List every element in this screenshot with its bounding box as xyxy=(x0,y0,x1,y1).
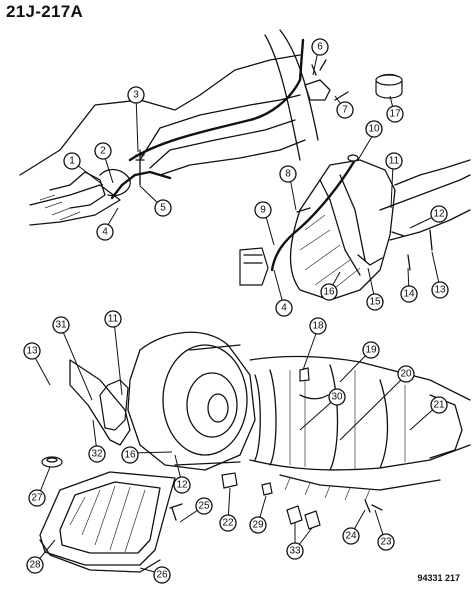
callout-11a: 11 xyxy=(385,152,403,170)
svg-text:6: 6 xyxy=(317,42,323,53)
svg-text:25: 25 xyxy=(198,501,210,512)
svg-text:1: 1 xyxy=(69,156,75,167)
callout-10: 10 xyxy=(365,120,383,138)
small-parts xyxy=(221,472,383,530)
svg-text:10: 10 xyxy=(368,124,380,135)
svg-text:11: 11 xyxy=(389,156,400,167)
svg-text:21: 21 xyxy=(433,400,445,411)
svg-text:3: 3 xyxy=(133,90,139,101)
callout-30: 30 xyxy=(328,388,346,406)
floor-pan-linkage-assembly xyxy=(19,29,403,226)
svg-text:15: 15 xyxy=(369,297,381,308)
svg-text:4: 4 xyxy=(102,227,108,238)
svg-text:14: 14 xyxy=(403,289,415,300)
callout-19: 19 xyxy=(362,341,380,359)
svg-text:18: 18 xyxy=(312,321,324,332)
callout-15: 15 xyxy=(366,293,384,311)
svg-text:7: 7 xyxy=(342,105,348,116)
callout-14: 14 xyxy=(400,285,418,303)
diagram-reference-number: 94331 217 xyxy=(417,573,460,583)
callout-25: 25 xyxy=(195,497,213,515)
svg-text:17: 17 xyxy=(389,109,401,120)
svg-text:31: 31 xyxy=(55,320,67,331)
callout-24: 24 xyxy=(342,527,360,545)
callout-7: 7 xyxy=(336,101,354,119)
svg-text:12: 12 xyxy=(176,480,188,491)
svg-text:28: 28 xyxy=(29,560,41,571)
svg-text:22: 22 xyxy=(222,518,234,529)
callout-1: 1 xyxy=(63,152,81,170)
callout-9: 9 xyxy=(254,201,272,219)
svg-text:11: 11 xyxy=(108,314,119,325)
callout-17: 17 xyxy=(386,105,404,123)
callout-12a: 12 xyxy=(430,205,448,223)
callout-26: 26 xyxy=(153,566,171,584)
callout-23: 23 xyxy=(377,533,395,551)
callout-2: 2 xyxy=(94,142,112,160)
callout-4a: 4 xyxy=(96,223,114,241)
callout-32: 32 xyxy=(88,445,106,463)
callout-8: 8 xyxy=(279,165,297,183)
callout-13a: 13 xyxy=(431,281,449,299)
svg-text:4: 4 xyxy=(281,303,287,314)
svg-text:16: 16 xyxy=(323,287,335,298)
callout-4b: 4 xyxy=(275,299,293,317)
svg-text:33: 33 xyxy=(289,546,301,557)
callout-11b: 11 xyxy=(104,310,122,328)
callout-6: 6 xyxy=(311,38,329,56)
callout-21: 21 xyxy=(430,396,448,414)
callout-5: 5 xyxy=(154,199,172,217)
svg-text:30: 30 xyxy=(331,392,343,403)
diagram-code: 21J-217A xyxy=(6,2,84,21)
svg-text:12: 12 xyxy=(433,209,445,220)
callout-20: 20 xyxy=(397,365,415,383)
svg-text:9: 9 xyxy=(260,205,266,216)
svg-text:24: 24 xyxy=(345,531,357,542)
callout-31: 31 xyxy=(52,316,70,334)
callout-28: 28 xyxy=(26,556,44,574)
callout-29: 29 xyxy=(249,516,267,534)
svg-text:5: 5 xyxy=(160,203,166,214)
svg-text:16: 16 xyxy=(124,450,136,461)
callout-18: 18 xyxy=(309,317,327,335)
callout-3: 3 xyxy=(127,86,145,104)
oil-pan-assembly xyxy=(39,456,183,573)
svg-text:13: 13 xyxy=(26,346,38,357)
svg-text:29: 29 xyxy=(252,520,264,531)
transmission-case xyxy=(69,331,471,502)
svg-text:27: 27 xyxy=(31,493,43,504)
svg-text:13: 13 xyxy=(434,285,446,296)
svg-text:20: 20 xyxy=(400,369,412,380)
svg-text:2: 2 xyxy=(100,146,106,157)
svg-text:8: 8 xyxy=(285,169,291,180)
callout-12b: 12 xyxy=(173,476,191,494)
svg-text:26: 26 xyxy=(156,570,168,581)
callout-22: 22 xyxy=(219,514,237,532)
callout-13b: 13 xyxy=(23,342,41,360)
svg-text:19: 19 xyxy=(365,345,377,356)
callout-16b: 16 xyxy=(121,446,139,464)
callout-27: 27 xyxy=(28,489,46,507)
converter-housing-assembly xyxy=(239,154,471,301)
leader-lines xyxy=(31,50,441,575)
svg-text:32: 32 xyxy=(91,449,103,460)
callout-16a: 16 xyxy=(320,283,338,301)
callout-33: 33 xyxy=(286,542,304,560)
svg-text:23: 23 xyxy=(380,537,392,548)
